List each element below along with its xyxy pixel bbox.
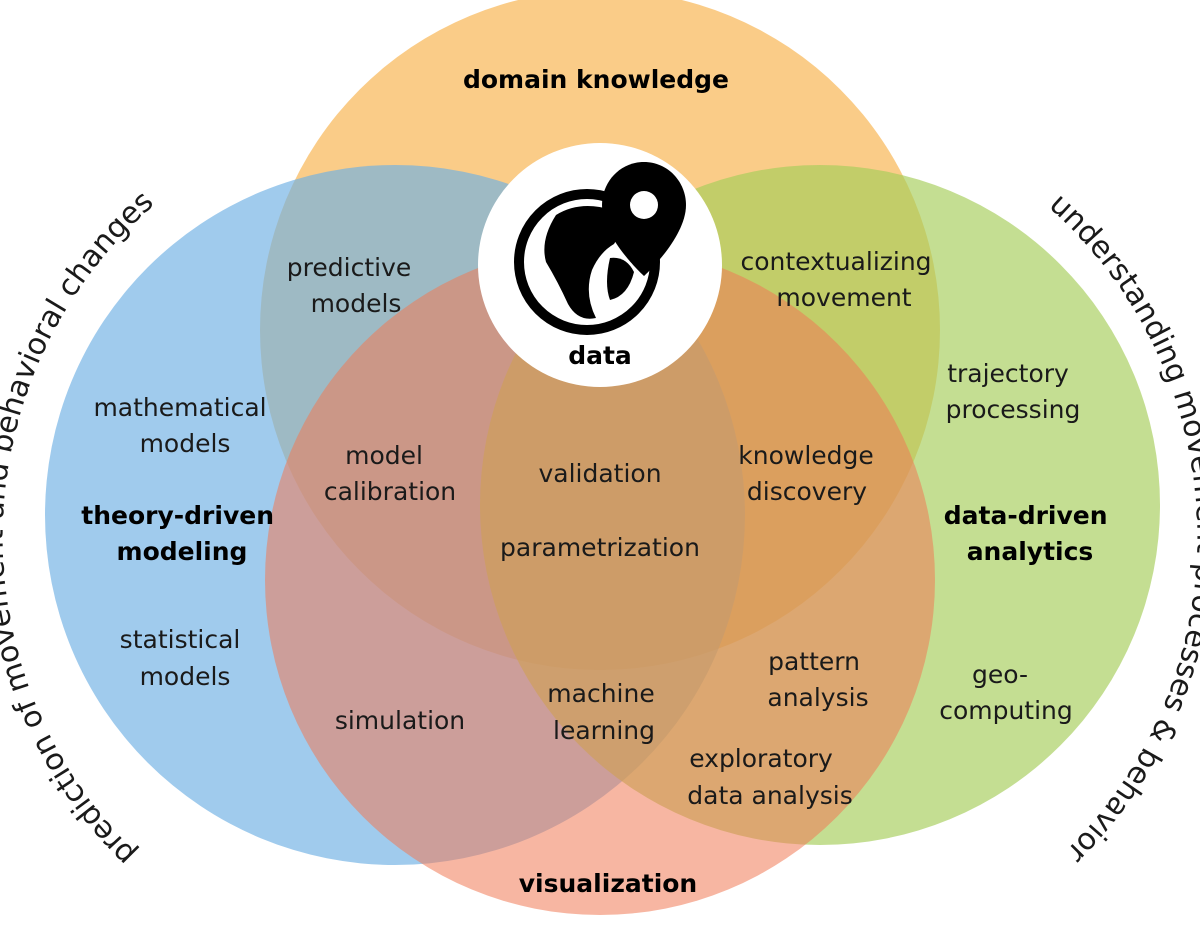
label-contextualizing-movement: contextualizing movement xyxy=(740,247,939,312)
label-trajectory-processing: trajectory processing xyxy=(946,359,1081,424)
label-simulation: simulation xyxy=(335,706,465,735)
theory-driven-modeling-title: theory-driven modeling xyxy=(81,501,282,566)
label-model-calibration: model calibration xyxy=(324,441,456,506)
label-predictive-models: predictive models xyxy=(287,253,419,318)
data-driven-analytics-title: data-driven analytics xyxy=(944,501,1117,566)
label-exploratory-data-analysis: exploratory data analysis xyxy=(687,744,852,810)
label-parametrization: parametrization xyxy=(500,533,700,562)
label-knowledge-discovery: knowledge discovery xyxy=(738,441,881,506)
globe-location-pin-icon xyxy=(514,162,686,335)
circle-visualization xyxy=(265,245,935,915)
domain-knowledge-title: domain knowledge xyxy=(463,65,729,94)
label-machine-learning: machine learning xyxy=(547,679,662,745)
label-pattern-analysis: pattern analysis xyxy=(767,647,868,712)
label-validation: validation xyxy=(538,459,661,488)
label-mathematical-models: mathematical models xyxy=(93,393,274,458)
label-statistical-models: statistical models xyxy=(120,625,249,691)
visualization-title: visualization xyxy=(519,869,697,898)
data-title: data xyxy=(568,341,632,370)
label-geo-computing: geo- computing xyxy=(939,660,1073,725)
